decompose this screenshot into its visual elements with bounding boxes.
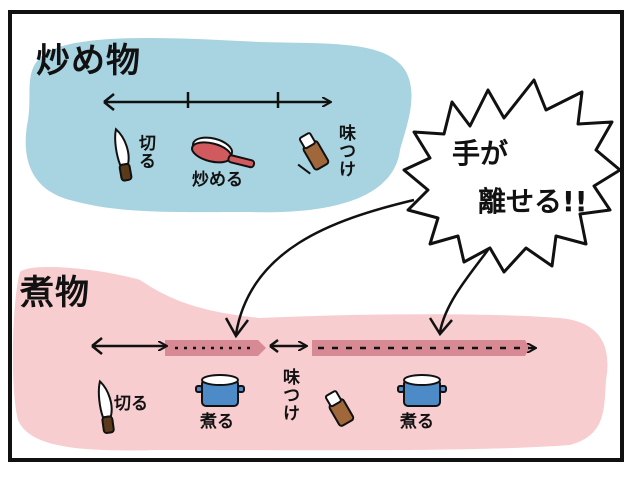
pointer-arrow-left — [234, 198, 415, 335]
stir-fry-step-fry: 炒める — [192, 170, 243, 190]
knife-icon — [97, 379, 115, 434]
simmer-timeline — [91, 337, 535, 356]
stir-fry-step-season: 味つけ — [335, 124, 355, 178]
stir-fry-timeline — [103, 92, 330, 111]
speech-bubble-line-1: 手が — [452, 137, 509, 170]
simmer-bar-1 — [165, 340, 266, 356]
seasoning-bottle-icon — [324, 390, 355, 427]
knife-icon — [114, 127, 133, 182]
simmer-title: 煮物 — [20, 273, 90, 313]
speech-bubble-line-2: 離せる!! — [478, 185, 588, 218]
simmer-region — [12, 266, 608, 451]
pot-icon — [397, 374, 447, 407]
seasoning-bottle-icon — [297, 132, 330, 175]
simmer-step-season: 味つけ — [279, 368, 299, 422]
pointer-arrow-right — [438, 249, 489, 333]
simmer-step-boil-1: 煮る — [200, 412, 234, 432]
frying-pan-icon — [191, 136, 256, 169]
stir-fry-step-cut: 切る — [135, 134, 155, 170]
speech-bubble — [402, 78, 622, 274]
pot-icon — [195, 374, 245, 407]
simmer-step-cut: 切る — [114, 394, 148, 414]
stir-fry-title: 炒め物 — [36, 41, 141, 81]
simmer-step-boil-2: 煮る — [400, 412, 434, 432]
